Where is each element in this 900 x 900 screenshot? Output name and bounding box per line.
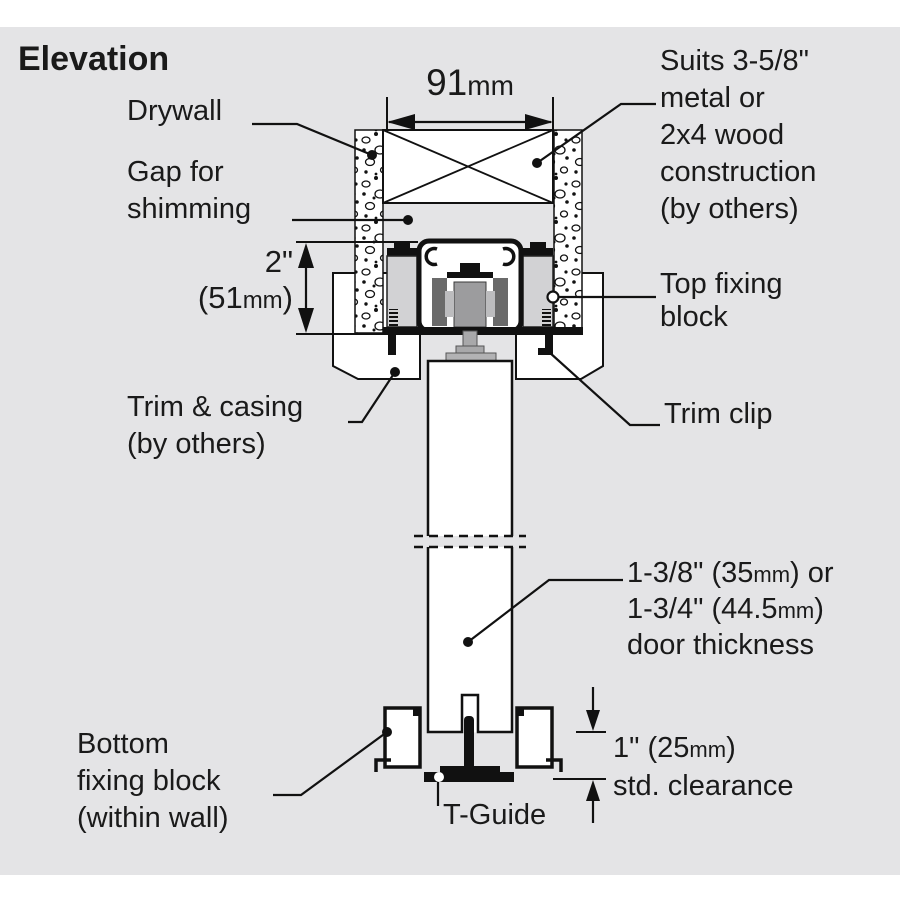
header-blocking bbox=[382, 129, 554, 204]
bottom-fixing-block-label: Bottom fixing block (within wall) bbox=[77, 728, 229, 834]
door-hanger bbox=[445, 330, 497, 363]
construction-label: Suits 3-5/8" metal or 2x4 wood construct… bbox=[660, 45, 817, 225]
roller-left bbox=[432, 278, 447, 326]
door-panel bbox=[414, 359, 526, 734]
dimension-51mm-label: (51mm) bbox=[197, 280, 293, 315]
roller-right bbox=[493, 278, 508, 326]
door-thickness-label: 1-3/8" (35mm) or 1-3/4" (44.5mm) door th… bbox=[627, 557, 834, 661]
dimension-clearance bbox=[553, 687, 606, 823]
dimension-2in bbox=[296, 241, 418, 335]
track-bottom-flange bbox=[383, 327, 583, 335]
top-fixing-block-label: Top fixing block bbox=[660, 268, 783, 333]
track-assembly bbox=[383, 238, 583, 335]
trim-clip-right bbox=[538, 335, 553, 355]
hanger-bracket bbox=[447, 263, 493, 278]
t-guide-label: T-Guide bbox=[443, 799, 547, 831]
trim-clip-left bbox=[388, 335, 396, 355]
gap-for-shimming-label: Gap for shimming bbox=[127, 156, 252, 225]
drywall-right bbox=[553, 129, 583, 334]
bottom-fixing-block-left bbox=[374, 706, 422, 772]
trim-and-casing-label: Trim & casing (by others) bbox=[127, 391, 304, 460]
t-guide bbox=[424, 716, 514, 782]
dimension-2in-label: 2" bbox=[264, 244, 293, 279]
trim-clip-label: Trim clip bbox=[664, 398, 773, 430]
drywall-label: Drywall bbox=[127, 95, 223, 127]
dimension-91mm-label: 91mm bbox=[426, 62, 514, 103]
clearance-label: 1" (25mm) std. clearance bbox=[613, 732, 794, 802]
drywall-left bbox=[354, 129, 384, 334]
leader-lines bbox=[252, 102, 660, 806]
page-title: Elevation bbox=[18, 40, 170, 78]
bottom-fixing-block-right bbox=[515, 706, 563, 772]
dimension-91mm bbox=[386, 97, 554, 132]
hanger-body bbox=[453, 281, 487, 328]
